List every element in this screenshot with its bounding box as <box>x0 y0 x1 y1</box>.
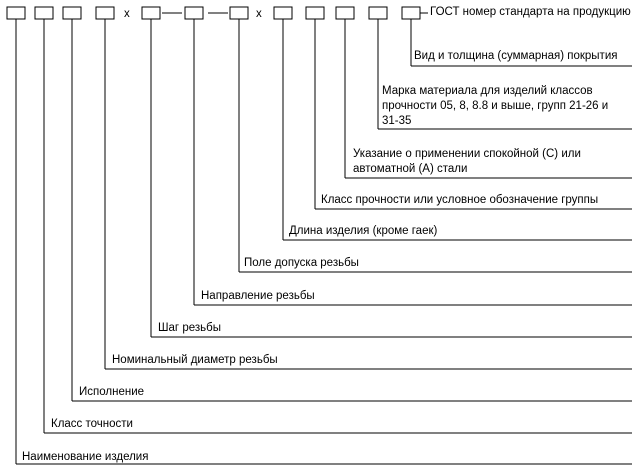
field-box-pitch <box>141 6 161 20</box>
callout-tolerance: Поле допуска резьбы <box>244 257 359 269</box>
field-box-material <box>368 6 388 20</box>
field-box-coating <box>401 6 421 20</box>
field-box-version <box>62 6 82 20</box>
field-box-diameter <box>95 6 115 20</box>
callout-steel-line-1: Указание о применении спокойной (С) или <box>353 148 581 160</box>
callout-accuracy-class: Класс точности <box>51 418 133 430</box>
callout-coating: Вид и толщина (суммарная) покрытия <box>414 50 617 62</box>
callout-strength-class: Класс прочности или условное обозначение… <box>321 194 598 206</box>
field-box-direction <box>184 6 204 20</box>
callout-direction: Направление резьбы <box>201 290 315 302</box>
gost-label: ГОСТ номер стандарта на продукцию <box>430 6 631 18</box>
separator-x-1: x <box>124 8 130 20</box>
callout-product-name: Наименование изделия <box>22 451 148 463</box>
callout-steel-line-2: автоматной (А) стали <box>353 163 467 175</box>
field-box-name <box>6 6 26 20</box>
callout-version: Исполнение <box>79 386 144 398</box>
field-box-length <box>273 6 293 20</box>
separator-x-2: x <box>256 8 262 20</box>
callout-material-line-2: прочности 05, 8, 8.8 и выше, групп 21-26… <box>382 100 608 112</box>
field-box-steel-type <box>335 6 355 20</box>
callout-length: Длина изделия (кроме гаек) <box>289 225 438 237</box>
callout-material-line-3: 31-35 <box>382 115 411 127</box>
callout-diameter: Номинальный диаметр резьбы <box>112 354 278 366</box>
callout-pitch: Шаг резьбы <box>158 322 221 334</box>
field-box-strength-class <box>305 6 325 20</box>
field-box-accuracy-class <box>34 6 54 20</box>
field-box-tolerance <box>229 6 249 20</box>
callout-material-line-1: Марка материала для изделий классов <box>382 85 593 97</box>
